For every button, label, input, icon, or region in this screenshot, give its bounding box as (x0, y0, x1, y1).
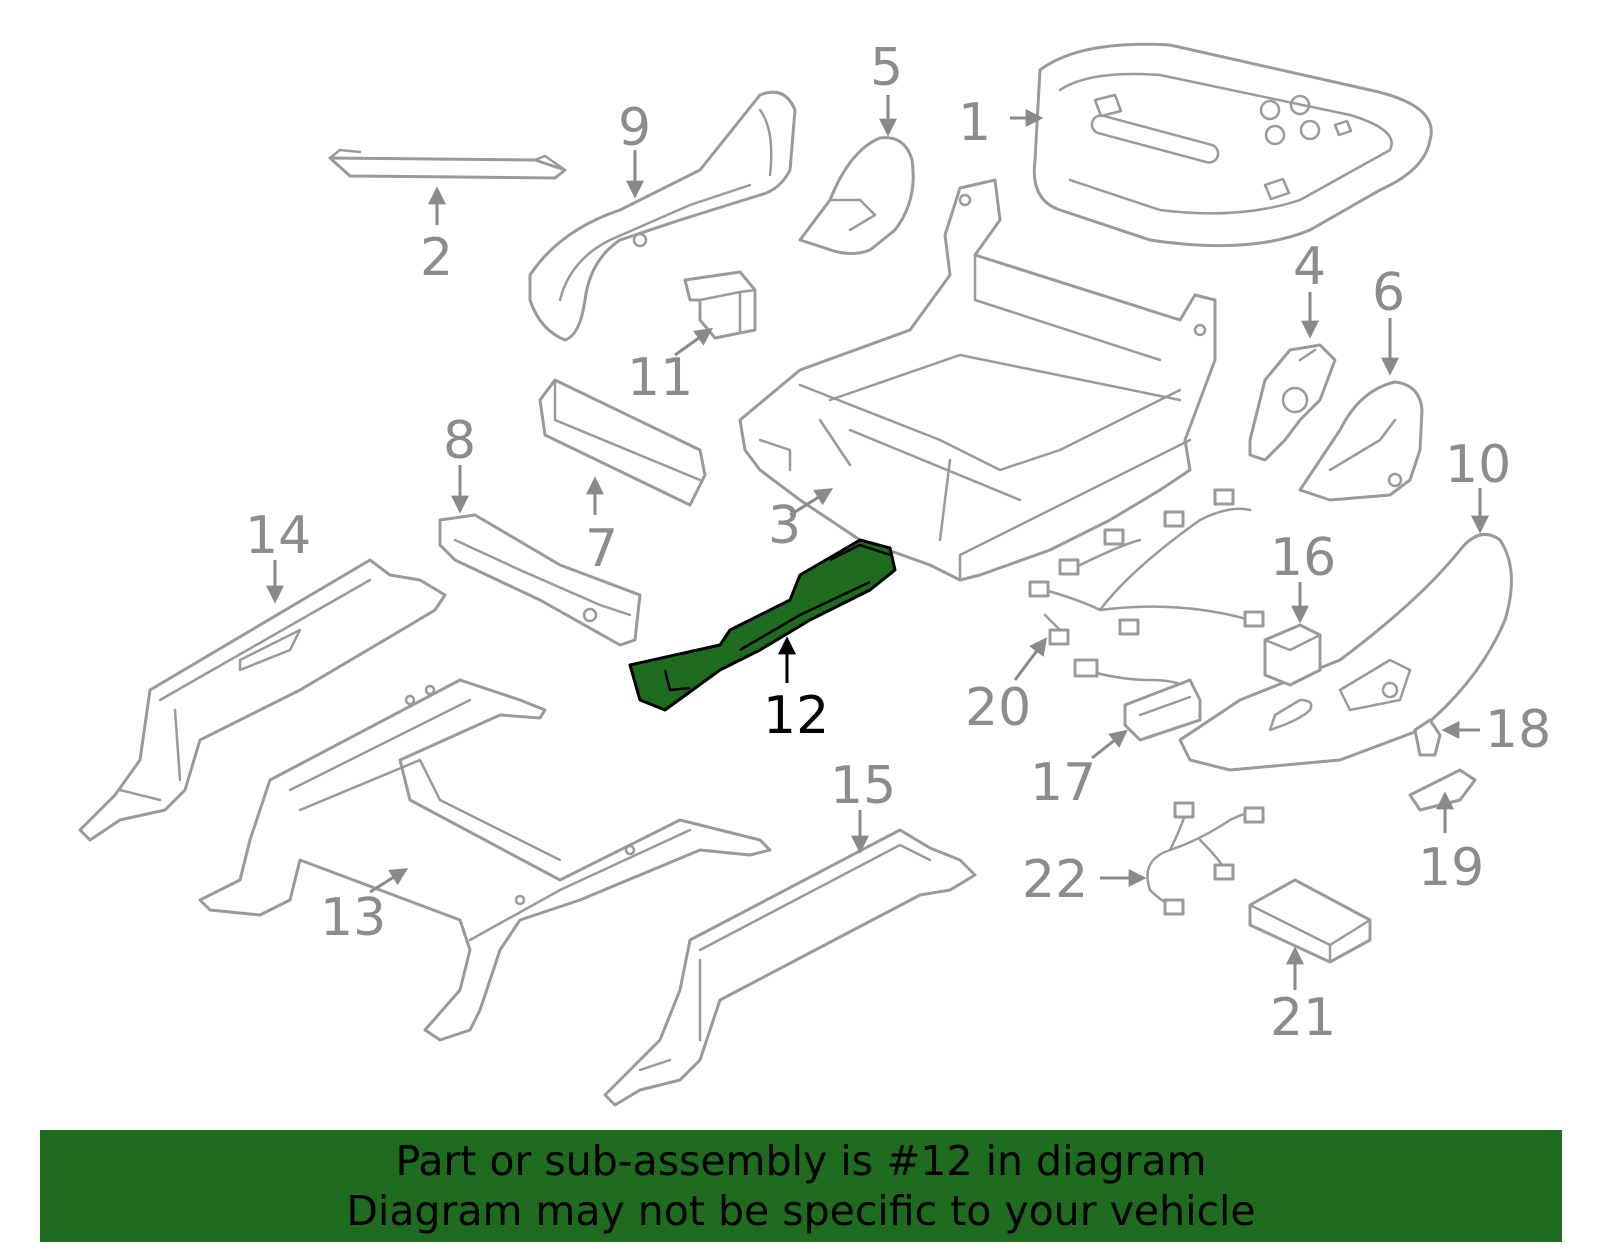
callout-4: 4 (1293, 237, 1326, 297)
callout-5: 5 (870, 38, 903, 98)
callout-9: 9 (618, 98, 651, 158)
part-9-side-shield (528, 90, 797, 342)
part-8-bracket (438, 513, 642, 647)
callout-7: 7 (585, 519, 618, 579)
callout-numbers: 1 2 3 4 5 6 7 8 9 10 11 12 13 14 15 16 1… (245, 38, 1551, 1048)
callout-22: 22 (1022, 850, 1088, 910)
part-22-wiring (1146, 801, 1265, 916)
callout-16: 16 (1270, 528, 1336, 588)
part-7-trim (538, 378, 707, 507)
part-10-outer-shield (1178, 532, 1513, 772)
callout-17: 17 (1030, 753, 1096, 813)
callout-10: 10 (1445, 435, 1511, 495)
part-6-cover (1298, 380, 1424, 502)
part-19-handle (1408, 768, 1477, 812)
callout-20: 20 (965, 678, 1031, 738)
callout-6: 6 (1372, 263, 1405, 323)
callout-1: 1 (958, 93, 991, 153)
part-17-switch (1073, 658, 1202, 742)
callout-2: 2 (420, 228, 453, 288)
callout-18: 18 (1485, 700, 1551, 760)
callout-13: 13 (320, 888, 386, 948)
callout-3: 3 (768, 496, 801, 556)
callout-11: 11 (627, 348, 693, 408)
part-4-recliner (1248, 343, 1337, 462)
part-14-rail-cover (78, 558, 447, 842)
callout-14: 14 (245, 506, 311, 566)
part-15-rail (603, 828, 977, 1107)
callout-8: 8 (443, 411, 476, 471)
banner-line-1: Part or sub-assembly is #12 in diagram (395, 1137, 1207, 1185)
part-21-module (1248, 878, 1372, 964)
callout-leaders (266, 95, 1489, 990)
part-13-seat-base (198, 678, 772, 1042)
part-16-module (1263, 623, 1322, 687)
callout-19: 19 (1418, 838, 1484, 898)
part-18-knob (1413, 718, 1442, 757)
part-info-banner: Part or sub-assembly is #12 in diagram D… (40, 1130, 1562, 1242)
part-12-seat-track-highlighted (628, 538, 897, 712)
part-5-cover (798, 136, 915, 255)
part-11-clip (683, 270, 757, 340)
callout-21: 21 (1270, 988, 1336, 1048)
banner-line-2: Diagram may not be specific to your vehi… (346, 1187, 1256, 1235)
part-20-wiring-harness (1028, 488, 1265, 646)
part-1-cushion (1032, 42, 1433, 248)
part-2-bar (328, 148, 567, 180)
callout-12-highlighted: 12 (763, 686, 829, 746)
callout-15: 15 (830, 756, 896, 816)
